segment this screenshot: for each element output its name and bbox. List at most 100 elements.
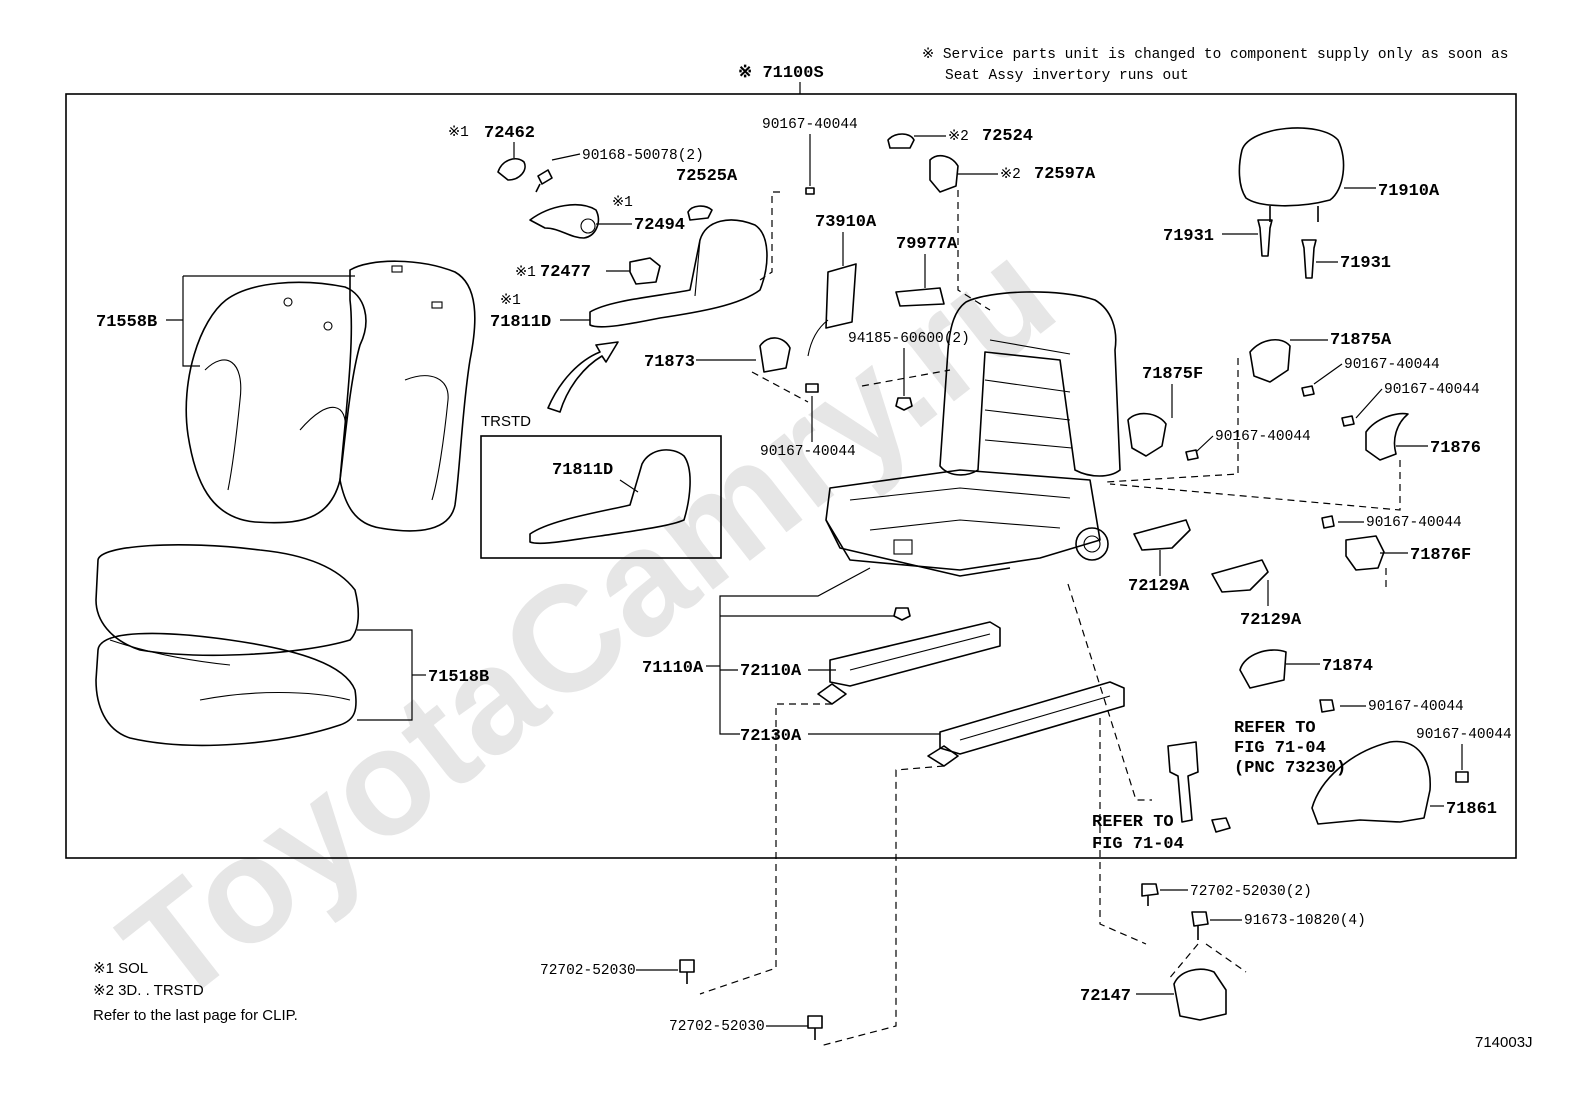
part-90167-r6: 90167-40044 xyxy=(1416,727,1512,743)
part-72147: 72147 xyxy=(1080,987,1131,1006)
bracket-71873-drawing xyxy=(759,337,791,373)
part-71873: 71873 xyxy=(644,353,695,372)
refer2-line2: FIG 71-04 xyxy=(1092,835,1184,854)
part-72702-a: 72702-52030(2) xyxy=(1190,884,1312,900)
part-72477: 72477 xyxy=(540,263,591,282)
rail-72110A-drawing xyxy=(829,621,1001,687)
supply-note-line2: Seat Assy invertory runs out xyxy=(945,68,1189,84)
part-90167-r2: 90167-40044 xyxy=(1384,382,1480,398)
seatback-cover-drawing xyxy=(185,260,476,532)
dash-72702-b xyxy=(699,703,832,995)
assembly-frame xyxy=(65,93,1517,859)
part-71875A: 71875A xyxy=(1330,331,1392,350)
part-72597A: 72597A xyxy=(1034,165,1096,184)
cover-71876F-drawing xyxy=(1345,535,1385,571)
dash-72702-c xyxy=(819,765,945,1047)
part-71876: 71876 xyxy=(1430,439,1481,458)
cover-72597A-drawing xyxy=(929,154,959,193)
refer1-line3: (PNC 73230) xyxy=(1234,759,1346,778)
cover-72525A-drawing xyxy=(687,205,713,221)
mark-71811D: ※1 xyxy=(500,293,521,309)
refer1-line1: REFER TO xyxy=(1234,719,1316,738)
screw-90168-drawing xyxy=(535,169,553,193)
guide-71931-b-drawing xyxy=(1301,239,1317,279)
cover-71861-drawing xyxy=(1311,740,1431,825)
part-71931-a: 71931 xyxy=(1163,227,1214,246)
cap-72524-drawing xyxy=(887,133,915,149)
clip-72477-drawing xyxy=(629,257,661,285)
mark-72524: ※2 xyxy=(948,129,969,145)
part-79977A: 79977A xyxy=(896,235,958,254)
part-71861: 71861 xyxy=(1446,800,1497,819)
refer1-line2: FIG 71-04 xyxy=(1234,739,1326,758)
inset-title-trstd: TRSTD xyxy=(481,413,531,430)
part-91673: 91673-10820(4) xyxy=(1244,913,1366,929)
part-71874: 71874 xyxy=(1322,657,1373,676)
part-94185: 94185-60600(2) xyxy=(848,331,970,347)
part-72110A: 72110A xyxy=(740,662,802,681)
mark-72477: ※1 xyxy=(515,265,536,281)
part-71811D-inset: 71811D xyxy=(552,461,613,480)
bracket-72147-drawing xyxy=(1173,968,1227,1021)
cover-72129A-b-drawing xyxy=(1211,559,1269,593)
refer2-line1: REFER TO xyxy=(1092,813,1174,832)
part-72129A-a: 72129A xyxy=(1128,577,1190,596)
dash-refer2 xyxy=(1099,718,1147,945)
pad-79977A-drawing xyxy=(895,287,945,307)
legend-line1: ※1 SOL xyxy=(93,960,148,977)
part-72494: 72494 xyxy=(634,216,685,235)
part-90168: 90168-50078(2) xyxy=(582,148,704,164)
part-90167-top: 90167-40044 xyxy=(762,117,858,133)
part-71558B: 71558B xyxy=(96,313,157,332)
bolt-upper-rail xyxy=(893,607,911,621)
seat-frame-drawing xyxy=(825,291,1121,577)
rail-72130A-drawing xyxy=(939,681,1125,755)
leader-71558B xyxy=(182,276,200,367)
part-72130A: 72130A xyxy=(740,727,802,746)
part-71876F: 71876F xyxy=(1410,546,1471,565)
arrow-to-trstd xyxy=(547,341,619,413)
part-71875F: 71875F xyxy=(1142,365,1203,384)
part-90167-r5: 90167-40044 xyxy=(1368,699,1464,715)
module-73910A-drawing xyxy=(825,263,857,329)
part-72702-b: 72702-52030 xyxy=(540,963,636,979)
figure-code: 714003J xyxy=(1475,1034,1533,1051)
lever-72494-drawing xyxy=(529,204,600,239)
cover-71875A-drawing xyxy=(1249,339,1291,383)
belt-anchor-drawing xyxy=(1167,741,1199,823)
part-71811D: 71811D xyxy=(490,313,551,332)
part-72129A-b: 72129A xyxy=(1240,611,1302,630)
part-72525A: 72525A xyxy=(676,167,738,186)
dash-90167-top xyxy=(759,191,780,281)
part-71518B: 71518B xyxy=(428,668,489,687)
leader-71110A xyxy=(719,567,871,735)
cover-71874-drawing xyxy=(1239,649,1287,689)
part-71910A: 71910A xyxy=(1378,182,1440,201)
part-71110A: 71110A xyxy=(642,659,704,678)
mark-72462: ※1 xyxy=(448,125,469,141)
part-72462: 72462 xyxy=(484,124,535,143)
part-90167-r1: 90167-40044 xyxy=(1344,357,1440,373)
part-90167-left: 90167-40044 xyxy=(760,444,856,460)
headrest-71910A-drawing xyxy=(1238,127,1345,207)
inset-frame-trstd xyxy=(480,435,722,559)
cover-71875F-drawing xyxy=(1127,412,1167,457)
mark-72597A: ※2 xyxy=(1000,167,1021,183)
part-72524: 72524 xyxy=(982,127,1033,146)
mark-72494: ※1 xyxy=(612,195,633,211)
part-71931-b: 71931 xyxy=(1340,254,1391,273)
part-72702-c: 72702-52030 xyxy=(669,1019,765,1035)
seat-cushion-cover-drawing xyxy=(95,543,360,747)
shield-71811D-drawing xyxy=(589,219,768,328)
cover-72129A-a-drawing xyxy=(1133,519,1191,551)
shield-71811D-inset-drawing xyxy=(529,449,691,545)
legend-line3: Refer to the last page for CLIP. xyxy=(93,1007,298,1024)
part-73910A: 73910A xyxy=(815,213,877,232)
part-90167-r3: 90167-40044 xyxy=(1215,429,1311,445)
part-90167-r4: 90167-40044 xyxy=(1366,515,1462,531)
assembly-number: ※ 71100S xyxy=(738,64,824,83)
guide-71931-a-drawing xyxy=(1257,219,1273,257)
knob-72462-drawing xyxy=(497,158,526,181)
supply-note-line1: ※ Service parts unit is changed to compo… xyxy=(922,47,1508,63)
